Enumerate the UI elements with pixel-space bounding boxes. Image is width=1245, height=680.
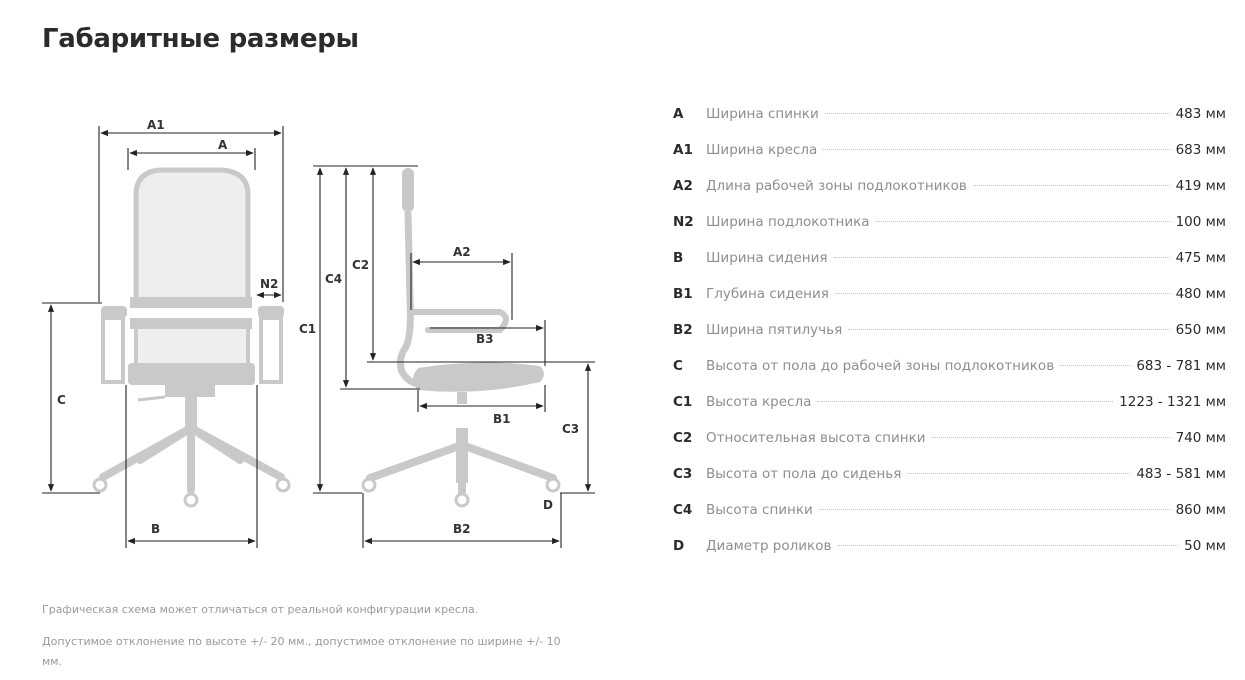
spec-name: Глубина сидения [706, 286, 829, 302]
spec-value: 100 мм [1175, 214, 1226, 230]
spec-value: 419 мм [1175, 178, 1226, 194]
spec-row-c1: C1 Высота кресла 1223 - 1321 мм [673, 394, 1226, 430]
footnotes: Графическая схема может отличаться от ре… [42, 600, 562, 672]
chair-dimensions-schema: A1 A N2 C B [42, 118, 595, 548]
dim-label-a1: A1 [147, 118, 165, 132]
spec-row-a1: A1 Ширина кресла 683 мм [673, 142, 1226, 178]
spec-row-n2: N2 Ширина подлокотника 100 мм [673, 214, 1226, 250]
spec-row-c2: C2 Относительная высота спинки 740 мм [673, 430, 1226, 466]
spec-value: 50 мм [1184, 538, 1226, 554]
spec-code: A1 [673, 142, 693, 158]
spec-value: 683 мм [1175, 142, 1226, 158]
spec-name: Диаметр роликов [706, 538, 832, 554]
spec-value: 483 - 581 мм [1136, 466, 1226, 482]
dim-label-n2: N2 [260, 277, 278, 291]
front-view-dimensions [42, 126, 284, 548]
spec-name: Высота спинки [706, 502, 813, 518]
spec-code: C3 [673, 466, 693, 482]
dim-label-a: A [218, 138, 228, 152]
spec-name: Ширина кресла [706, 142, 818, 158]
spec-name: Ширина пятилучья [706, 322, 843, 338]
dimensions-spec-list: A Ширина спинки 483 мм A1 Ширина кресла … [673, 106, 1226, 574]
spec-code: C1 [673, 394, 693, 410]
spec-value: 480 мм [1175, 286, 1226, 302]
page-title: Габаритные размеры [42, 24, 359, 54]
dotted-leader [818, 509, 1170, 510]
spec-code: B2 [673, 322, 693, 338]
chair-front-view [92, 167, 291, 508]
dim-label-b: B [151, 522, 160, 536]
spec-row-a: A Ширина спинки 483 мм [673, 106, 1226, 142]
spec-name: Ширина сидения [706, 250, 828, 266]
spec-code: C [673, 358, 683, 374]
spec-value: 683 - 781 мм [1136, 358, 1226, 374]
spec-row-c4: C4 Высота спинки 860 мм [673, 502, 1226, 538]
spec-row-a2: A2 Длина рабочей зоны подлокотников 419 … [673, 178, 1226, 214]
dim-label-c3: C3 [562, 422, 579, 436]
spec-name: Ширина подлокотника [706, 214, 870, 230]
note-tolerance: Допустимое отклонение по высоте +/- 20 м… [42, 635, 561, 668]
dim-label-c1: C1 [299, 322, 316, 336]
spec-name: Длина рабочей зоны подлокотников [706, 178, 967, 194]
dotted-leader [972, 185, 1170, 186]
dim-label-b2: B2 [453, 522, 471, 536]
spec-row-b2: B2 Ширина пятилучья 650 мм [673, 322, 1226, 358]
dim-label-c4: C4 [325, 272, 342, 286]
spec-code: C4 [673, 502, 693, 518]
spec-name: Высота кресла [706, 394, 812, 410]
dotted-leader [834, 293, 1170, 294]
spec-value: 1223 - 1321 мм [1119, 394, 1226, 410]
spec-row-b: B Ширина сидения 475 мм [673, 250, 1226, 286]
spec-row-c3: C3 Высота от пола до сиденья 483 - 581 м… [673, 466, 1226, 502]
spec-code: N2 [673, 214, 694, 230]
dotted-leader [824, 113, 1170, 114]
dim-label-b3: B3 [476, 332, 494, 346]
dotted-leader [833, 257, 1170, 258]
spec-value: 650 мм [1175, 322, 1226, 338]
spec-row-c: C Высота от пола до рабочей зоны подлоко… [673, 358, 1226, 394]
spec-name: Высота от пола до рабочей зоны подлокотн… [706, 358, 1055, 374]
dim-label-a2: A2 [453, 245, 471, 259]
spec-value: 475 мм [1175, 250, 1226, 266]
spec-code: C2 [673, 430, 693, 446]
spec-code: A2 [673, 178, 693, 194]
spec-code: D [673, 538, 685, 554]
chair-side-view [361, 168, 561, 508]
spec-name: Высота от пола до сиденья [706, 466, 902, 482]
dotted-leader [931, 437, 1170, 438]
dotted-leader [848, 329, 1170, 330]
dotted-leader [1060, 365, 1131, 366]
dim-label-c: C [57, 393, 66, 407]
note-schema-disclaimer: Графическая схема может отличаться от ре… [42, 603, 479, 616]
side-view-dimensions [313, 165, 595, 548]
dim-label-b1: B1 [493, 412, 511, 426]
spec-name: Относительная высота спинки [706, 430, 926, 446]
spec-code: B1 [673, 286, 693, 302]
dim-label-d: D [543, 498, 553, 512]
dotted-leader [907, 473, 1131, 474]
dotted-leader [837, 545, 1179, 546]
dotted-leader [823, 149, 1170, 150]
spec-row-b1: B1 Глубина сидения 480 мм [673, 286, 1226, 322]
dotted-leader [817, 401, 1114, 402]
spec-value: 860 мм [1175, 502, 1226, 518]
spec-row-d: D Диаметр роликов 50 мм [673, 538, 1226, 574]
spec-code: A [673, 106, 684, 122]
spec-code: B [673, 250, 684, 266]
dim-label-c2: C2 [352, 258, 369, 272]
dotted-leader [875, 221, 1170, 222]
front-view-dimension-labels: A1 A N2 C B [57, 118, 278, 536]
side-view-dimension-labels: C1 C4 C2 A2 B3 B1 C3 B2 D [299, 245, 579, 536]
spec-value: 483 мм [1175, 106, 1226, 122]
spec-name: Ширина спинки [706, 106, 819, 122]
spec-value: 740 мм [1175, 430, 1226, 446]
